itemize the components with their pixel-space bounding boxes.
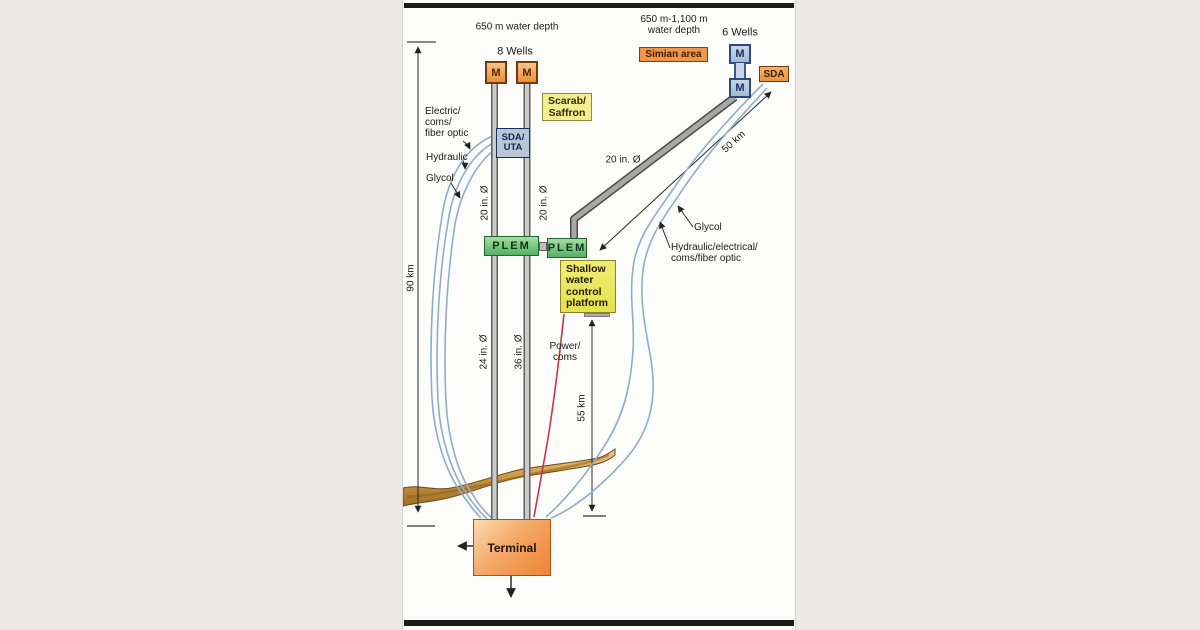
hyd-right-line1: Hydraulic/electrical/ <box>671 242 758 253</box>
distance-90km-label: 90 km <box>405 264 417 292</box>
scarab-line1: Scarab/ <box>548 95 586 107</box>
wells-right-label: 6 Wells <box>722 26 758 39</box>
plem-box-1: PLEM <box>484 236 539 256</box>
scarab-line2: Saffron <box>548 107 586 119</box>
manifold-label: M <box>735 48 745 60</box>
riser2-diameter-label: 20 in. Ø <box>538 185 550 221</box>
platform-base <box>584 313 610 317</box>
manifold-label: M <box>735 82 745 94</box>
manifold-box-scarab-1: M <box>485 61 507 84</box>
sda-label: SDA <box>763 68 785 80</box>
leader-glycol-left <box>450 182 461 199</box>
power-line1: Power/ <box>549 341 581 352</box>
platform-line3: control <box>566 285 602 298</box>
manifold-label: M <box>522 66 532 79</box>
pipelines <box>491 84 738 519</box>
leader-hyd-right <box>658 221 671 249</box>
plem-box-2: PLEM <box>547 238 587 258</box>
subsea-field-diagram: M M SDA/ UTA Scarab/ Saffron Simian area… <box>402 0 796 630</box>
distance-55km-label: 55 km <box>576 394 588 422</box>
wells-left-label: 8 Wells <box>497 45 533 58</box>
power-coms-label: Power/ coms <box>549 341 580 363</box>
umbilical-electric-coms-fiber <box>430 134 496 519</box>
simian-area-label-box: Simian area <box>639 47 708 62</box>
sda-uta-box: SDA/ UTA <box>496 128 530 158</box>
platform-line2: water <box>566 274 594 286</box>
umbilical-glycol <box>444 148 497 520</box>
terminal-label: Terminal <box>487 540 537 555</box>
simian-area-label: Simian area <box>645 49 702 60</box>
power-line2: coms <box>553 352 577 363</box>
shallow-water-control-platform-box: Shallow water control platform <box>560 260 616 313</box>
glycol-left-label: Glycol <box>426 173 454 184</box>
platform-line4: platform <box>566 297 608 309</box>
power-coms-cable <box>533 313 565 518</box>
platform-line1: Shallow <box>566 262 606 275</box>
water-depth-left-label: 650 m water depth <box>475 21 559 33</box>
electric-coms-fiber-label: Electric/ coms/ fiber optic <box>425 106 468 139</box>
umbilical-hydraulic <box>436 141 496 520</box>
water-depth-right-label: 650 m-1,100 m water depth <box>640 14 707 36</box>
hydraulic-left-label: Hydraulic <box>426 152 468 163</box>
export1-diameter-label: 24 in. Ø <box>478 334 490 370</box>
hyd-right-line2: coms/fiber optic <box>671 253 742 264</box>
export2-diameter-label: 36 in. Ø <box>513 334 525 370</box>
plem-label: PLEM <box>547 242 587 254</box>
manifold-box-simian-1: M <box>729 44 751 64</box>
leader-electric <box>462 140 471 150</box>
terminal-flow-arrows <box>457 541 516 598</box>
scarab-saffron-label-box: Scarab/ Saffron <box>542 93 592 121</box>
umbilical-right-bundle <box>545 83 768 519</box>
electric-line2: coms/ <box>425 117 452 128</box>
plem-connector <box>539 242 547 251</box>
simian-20in-pipeline <box>570 93 738 239</box>
manifold-label: M <box>491 66 501 79</box>
leader-hydraulic <box>461 160 469 170</box>
manifold-connector <box>734 63 746 79</box>
manifold-box-scarab-2: M <box>516 61 538 84</box>
umbilical-glycol-right <box>545 83 764 518</box>
sda-uta-line1: SDA/ <box>501 132 525 143</box>
glycol-right-label: Glycol <box>694 222 722 233</box>
umbilical-left-bundle <box>430 134 497 520</box>
bottom-rule <box>404 620 794 626</box>
top-rule <box>404 3 794 8</box>
water-depth-right-line1: 650 m-1,100 m <box>640 14 708 25</box>
sda-box: SDA <box>759 66 789 82</box>
riser1-diameter-label: 20 in. Ø <box>479 185 491 221</box>
sda-uta-line2: UTA <box>503 142 523 153</box>
umbilical-hyd-elec-coms-right <box>550 87 768 519</box>
manifold-box-simian-2: M <box>729 78 751 98</box>
electric-line1: Electric/ <box>425 106 461 117</box>
simian-line-diameter-label: 20 in. Ø <box>605 154 641 166</box>
electric-line3: fiber optic <box>425 128 469 139</box>
label-leaders <box>450 140 694 249</box>
hyd-elec-coms-right-label: Hydraulic/electrical/ coms/fiber optic <box>671 242 758 264</box>
water-depth-right-line2: water depth <box>647 25 701 36</box>
plem-label: PLEM <box>492 240 531 252</box>
diagram-linework <box>403 41 772 598</box>
terminal-box: Terminal <box>473 519 551 576</box>
leader-glycol-right <box>677 205 694 228</box>
